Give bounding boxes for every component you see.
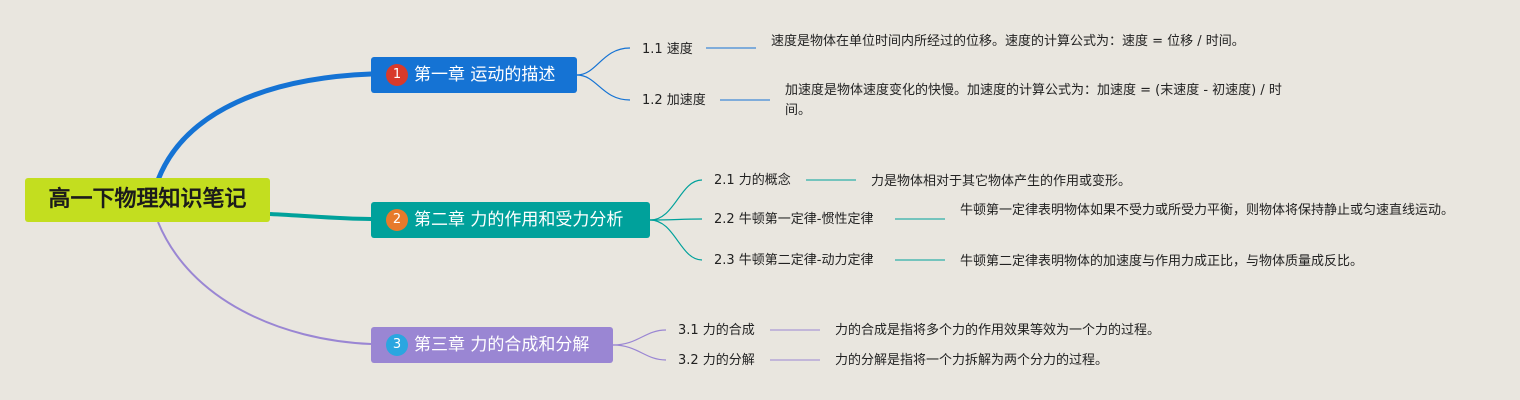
chapter-2-number-badge: 2 [386, 209, 408, 231]
connector-ch3-topic1 [612, 329, 667, 346]
topic-3-2-label[interactable]: 3.2 力的分解 [678, 353, 755, 368]
topic-3-1-description[interactable]: 力的合成是指将多个力的作用效果等效为一个力的过程。 [835, 323, 1161, 338]
root-topic[interactable]: 高一下物理知识笔记 [25, 178, 270, 222]
topic-2-2-description[interactable]: 牛顿第一定律表明物体如果不受力或所受力平衡，则物体将保持静止或匀速直线运动。 [960, 203, 1455, 218]
chapter-3-title: 第三章 力的合成和分解 [414, 335, 590, 355]
topic-2-1-description[interactable]: 力是物体相对于其它物体产生的作用或变形。 [871, 174, 1132, 189]
topic-1-2-description[interactable]: 加速度是物体速度变化的快慢。加速度的计算公式为：加速度 = (末速度 - 初速度… [785, 83, 1282, 118]
topic-1-1-label[interactable]: 1.1 速度 [642, 42, 693, 57]
connector-ch3-topic2 [612, 344, 667, 361]
topic-1-2-label[interactable]: 1.2 加速度 [642, 93, 706, 108]
connector-root-ch1 [155, 71, 374, 183]
chapter-1-node[interactable]: 1 第一章 运动的描述 [371, 57, 577, 93]
connector-root-ch3 [157, 221, 372, 345]
topic-3-1-label[interactable]: 3.1 力的合成 [678, 323, 755, 338]
connector-ch2-topic1 [649, 179, 703, 221]
topic-1-1-description[interactable]: 速度是物体在单位时间内所经过的位移。速度的计算公式为：速度 = 位移 / 时间。 [771, 34, 1245, 49]
chapter-1-title: 第一章 运动的描述 [414, 65, 556, 85]
topic-2-2-label[interactable]: 2.2 牛顿第一定律-惯性定律 [714, 212, 874, 227]
topic-2-3-label[interactable]: 2.3 牛顿第二定律-动力定律 [714, 253, 874, 268]
chapter-3-node[interactable]: 3 第三章 力的合成和分解 [371, 327, 613, 363]
connector-ch2-topic2 [649, 218, 703, 221]
chapter-2-node[interactable]: 2 第二章 力的作用和受力分析 [371, 202, 650, 238]
topic-3-2-description[interactable]: 力的分解是指将一个力拆解为两个分力的过程。 [835, 353, 1109, 368]
connector-root-ch2 [269, 212, 372, 221]
topic-2-3-description[interactable]: 牛顿第二定律表明物体的加速度与作用力成正比，与物体质量成反比。 [960, 254, 1364, 269]
chapter-1-number-badge: 1 [386, 64, 408, 86]
chapter-2-title: 第二章 力的作用和受力分析 [414, 210, 624, 230]
connector-ch2-topic3 [649, 219, 703, 261]
connector-ch1-topic2 [576, 74, 631, 101]
chapter-3-number-badge: 3 [386, 334, 408, 356]
topic-2-1-label[interactable]: 2.1 力的概念 [714, 173, 791, 188]
connector-ch1-topic1 [576, 47, 631, 76]
